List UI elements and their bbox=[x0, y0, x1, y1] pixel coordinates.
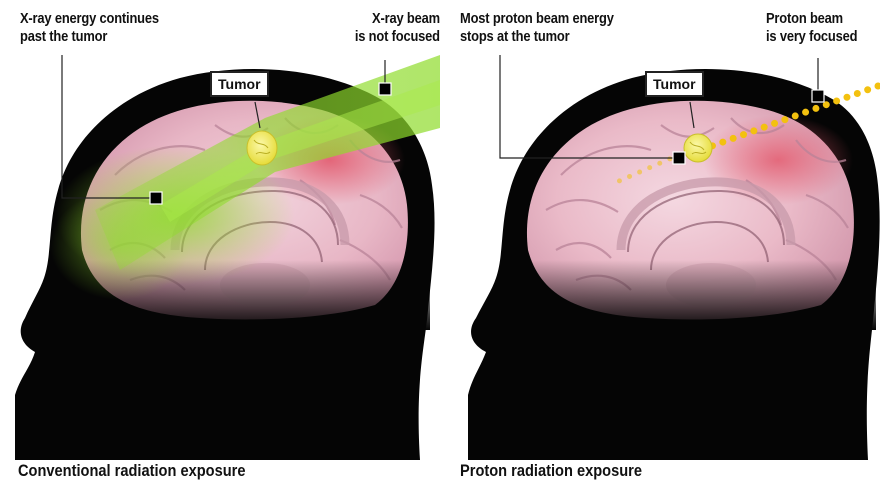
left-energy-label-line2: past the tumor bbox=[20, 28, 159, 46]
right-tumor-label: Tumor bbox=[645, 71, 704, 97]
left-energy-label-line1: X-ray energy continues bbox=[20, 10, 159, 28]
right-beam-label: Proton beam is very focused bbox=[766, 10, 857, 46]
right-beam-label-line1: Proton beam bbox=[766, 10, 857, 28]
right-energy-label-line2: stops at the tumor bbox=[460, 28, 614, 46]
right-caption: Proton radiation exposure bbox=[460, 461, 642, 481]
right-energy-marker bbox=[673, 152, 685, 164]
right-tumor bbox=[684, 134, 712, 162]
left-beam-label-line1: X-ray beam bbox=[355, 10, 440, 28]
right-energy-label: Most proton beam energy stops at the tum… bbox=[460, 10, 614, 46]
left-tumor bbox=[247, 131, 277, 165]
left-beam-marker bbox=[379, 83, 391, 95]
left-energy-label: X-ray energy continues past the tumor bbox=[20, 10, 159, 46]
left-caption: Conventional radiation exposure bbox=[18, 461, 245, 481]
left-beam-label-line2: is not focused bbox=[355, 28, 440, 46]
left-tumor-label: Tumor bbox=[210, 71, 269, 97]
left-energy-marker bbox=[150, 192, 162, 204]
right-energy-label-line1: Most proton beam energy bbox=[460, 10, 614, 28]
left-beam-label: X-ray beam is not focused bbox=[355, 10, 440, 46]
right-beam-marker bbox=[812, 90, 824, 102]
right-beam-label-line2: is very focused bbox=[766, 28, 857, 46]
